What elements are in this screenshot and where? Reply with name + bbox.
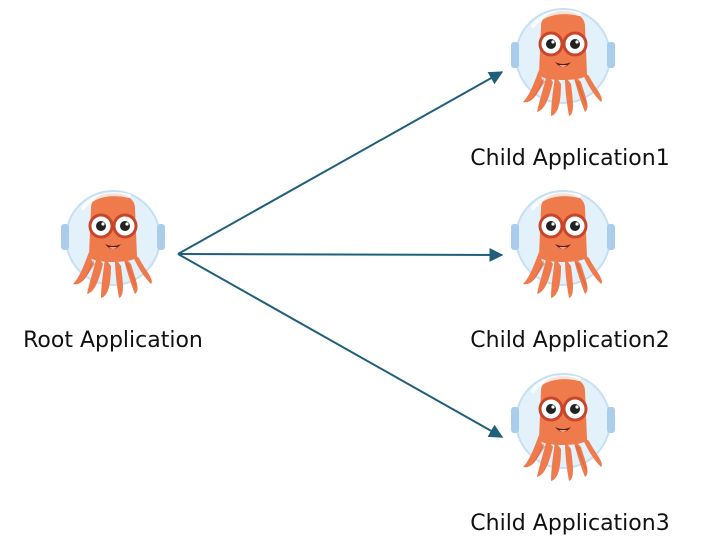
child-application-label-2: Child Application2 xyxy=(470,328,669,353)
octopus-mascot-icon xyxy=(509,189,617,300)
arrow-root-to-child1 xyxy=(177,71,504,255)
child-application-node-2: Child Application2 xyxy=(470,189,670,353)
octopus-mascot-icon xyxy=(509,7,617,118)
child-application-node-3: Child Application3 xyxy=(470,372,670,536)
octopus-mascot-icon xyxy=(509,372,617,483)
octopus-mascot-icon xyxy=(59,189,167,300)
child-application-node-1: Child Application1 xyxy=(470,7,670,171)
root-application-label: Root Application xyxy=(23,328,203,353)
connector-arrows xyxy=(177,71,504,438)
root-application-node: Root Application xyxy=(23,189,203,353)
arrow-root-to-child2 xyxy=(177,247,504,262)
child-application-label-1: Child Application1 xyxy=(470,146,669,171)
arrow-root-to-child3 xyxy=(177,253,504,438)
child-application-label-3: Child Application3 xyxy=(470,511,669,536)
